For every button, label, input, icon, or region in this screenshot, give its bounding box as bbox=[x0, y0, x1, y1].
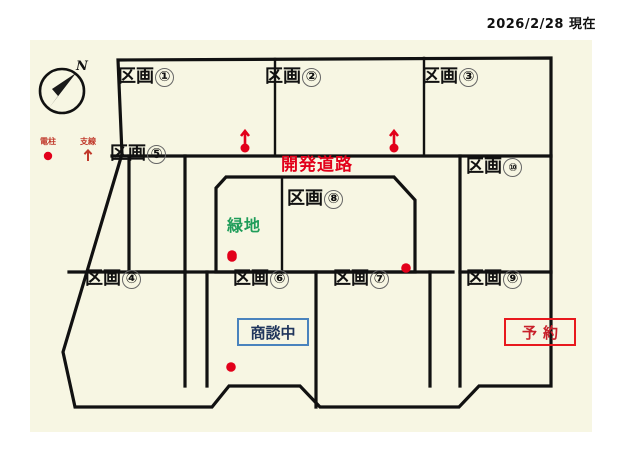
development-road-label: 開発道路 bbox=[281, 155, 353, 175]
compass-rose: N bbox=[36, 56, 94, 120]
svg-text:N: N bbox=[75, 59, 89, 74]
compass-north-arrow-icon: N bbox=[38, 59, 89, 115]
legend-label-stay-wire: 支線 bbox=[80, 137, 96, 146]
status-badge-negotiating[interactable]: 商談中 bbox=[237, 318, 309, 346]
plot-boundary-drawing bbox=[61, 56, 553, 409]
survey-date: 2026/2/28 現在 bbox=[486, 17, 596, 32]
green-space-label: 緑地 bbox=[227, 216, 262, 235]
red-up-arrow-icon bbox=[73, 149, 103, 161]
utility-pole-6 bbox=[226, 362, 236, 372]
site-outline bbox=[61, 56, 553, 409]
status-badge-reserved[interactable]: 予約 bbox=[504, 318, 576, 346]
map-legend: 電柱 支線 bbox=[33, 138, 105, 170]
legend-item-utility-pole: 電柱 bbox=[33, 138, 63, 161]
utility-pole-markers bbox=[226, 128, 411, 372]
central-island-outline bbox=[214, 175, 417, 274]
utility-pole-2 bbox=[388, 128, 400, 153]
lot6-lot7-block bbox=[205, 270, 432, 388]
utility-pole-4 bbox=[227, 252, 237, 262]
legend-label-utility-pole: 電柱 bbox=[40, 137, 56, 146]
utility-pole-1 bbox=[239, 128, 251, 153]
red-dot-icon bbox=[33, 149, 63, 161]
utility-pole-5 bbox=[401, 263, 411, 273]
legend-item-stay-wire: 支線 bbox=[73, 138, 103, 161]
